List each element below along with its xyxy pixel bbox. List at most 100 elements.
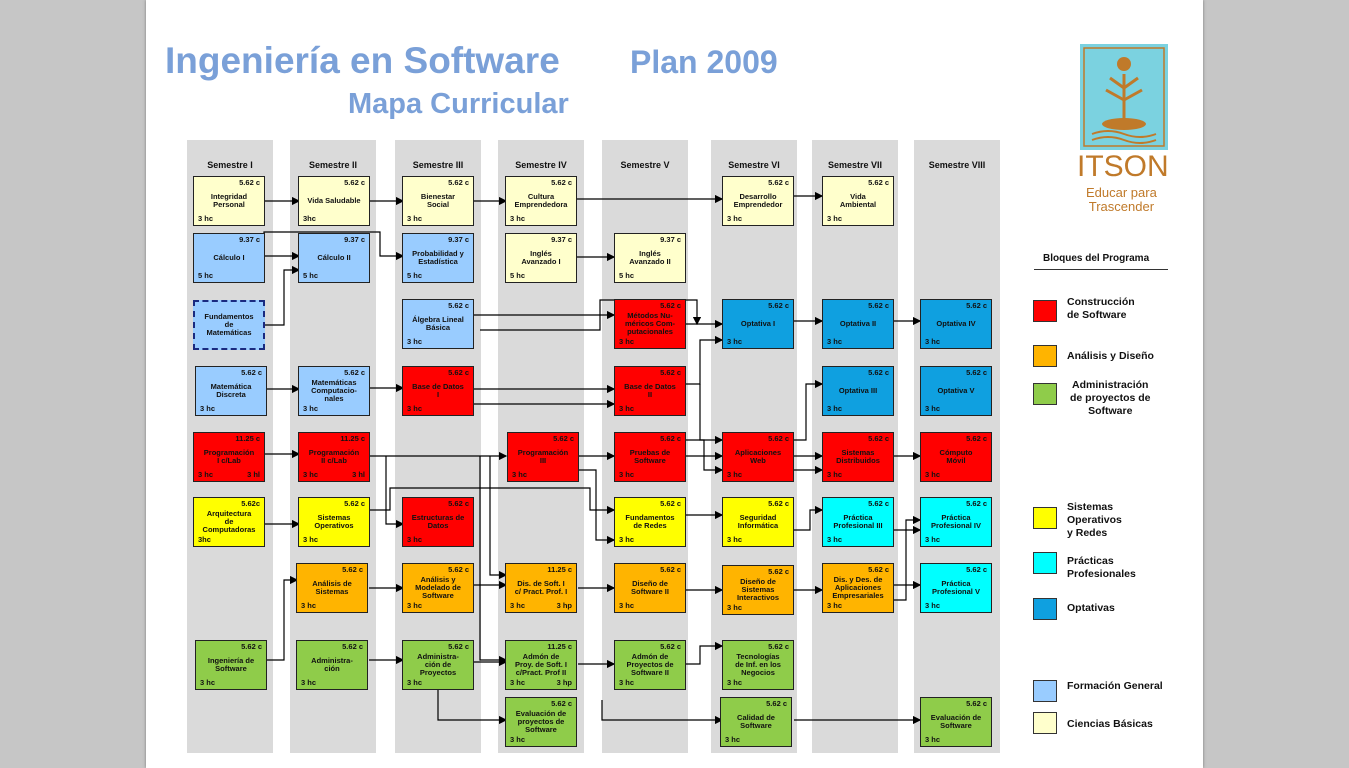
course-hours: 3 hc: [301, 601, 317, 611]
course-credits: 5.62 c: [342, 642, 363, 651]
semester-header: Semestre IV: [515, 160, 567, 170]
course-hours: 3 hc: [619, 470, 635, 480]
course-hours: 3 hc: [925, 601, 941, 611]
semester-header: Semestre II: [308, 160, 358, 170]
course-hours: 3 hc: [407, 214, 423, 224]
semester-header: Semestre V: [620, 160, 670, 170]
course-name: Optativa II: [839, 319, 877, 329]
course-hours: 3 hc: [198, 214, 214, 224]
course-hours: 3 hc: [407, 678, 423, 688]
course-name: Vida Saludable: [307, 196, 361, 206]
course-hours: 3 hc: [198, 470, 214, 480]
course-name: Administra-ción: [311, 656, 353, 673]
legend-label: Ciencias Básicas: [1067, 718, 1153, 730]
semester-header: Semestre I: [207, 160, 253, 170]
course-credits: 5.62 c: [551, 178, 572, 187]
course-hours: 5 hc: [619, 271, 635, 281]
course-hours: 3hc: [198, 535, 211, 545]
course-hours: 5 hc: [510, 271, 526, 281]
course-hours: 3 hc: [727, 214, 743, 224]
course-credits: 5.62 c: [768, 301, 789, 310]
course-hours: 3 hc: [407, 601, 423, 611]
legend-label: Optativas: [1067, 602, 1115, 614]
title-plan: Plan 2009: [630, 44, 778, 80]
course-extra-hours: 3 hl: [352, 470, 365, 480]
connector: [686, 335, 724, 385]
course-name: Cálculo I: [213, 253, 245, 263]
course-hours: 3 hc: [925, 337, 941, 347]
connector: [794, 379, 824, 441]
course-name: Métodos Nu-méricos Com-putacionales: [624, 311, 675, 336]
course-credits: 5.62 c: [768, 434, 789, 443]
course-hours: 3hc: [303, 214, 316, 224]
course-hours: 3 hc: [827, 601, 843, 611]
connector: [437, 690, 508, 725]
course-hours: 3 hc: [827, 404, 843, 414]
course-hours: 3 hc: [200, 404, 216, 414]
legend-swatch: [1033, 345, 1057, 367]
course-credits: 5.62 c: [448, 178, 469, 187]
course-hours: 3 hc: [510, 214, 526, 224]
course-credits: 5.62 c: [448, 642, 469, 651]
course-hours: 3 hc: [303, 404, 319, 414]
course-credits: 5.62 c: [966, 499, 987, 508]
course-credits: 5.62 c: [868, 368, 889, 377]
course-credits: 11.25 c: [547, 565, 572, 574]
legend-divider: [1034, 269, 1168, 270]
connector: [686, 641, 724, 665]
course-credits: 11.25 c: [235, 434, 260, 443]
course-credits: 5.62 c: [868, 565, 889, 574]
title-main: Ingeniería en Software: [165, 40, 560, 81]
course-hours: 3 hc: [303, 535, 319, 545]
connector: [601, 700, 724, 725]
course-extra-hours: 3 hl: [247, 470, 260, 480]
semester-header: Semestre VII: [827, 160, 883, 170]
course-credits: 11.25 c: [547, 642, 572, 651]
course-credits: 5.62 c: [868, 499, 889, 508]
course-credits: 5.62 c: [448, 301, 469, 310]
course-hours: 5 hc: [407, 271, 423, 281]
course-hours: 3 hc: [827, 535, 843, 545]
course-hours: 3 hc: [727, 470, 743, 480]
